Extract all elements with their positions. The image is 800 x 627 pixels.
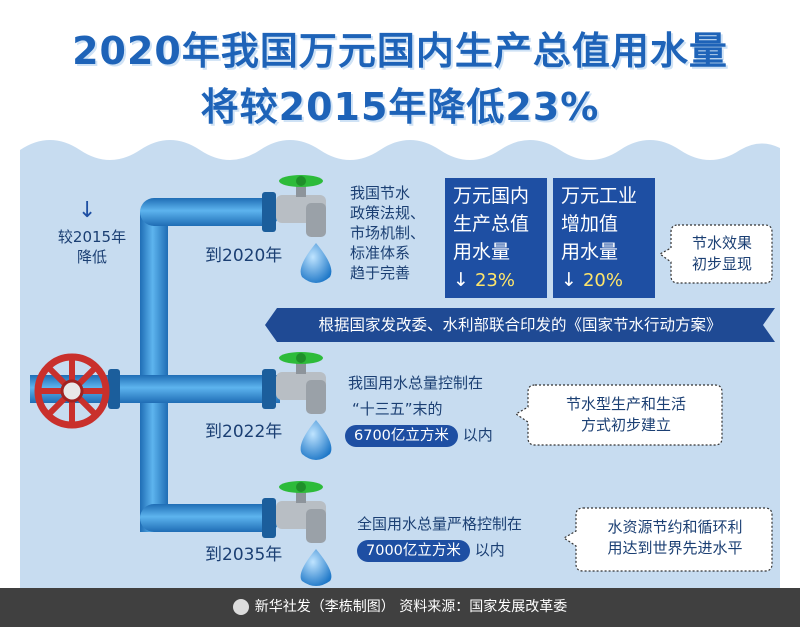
bubble-line: 初步显现 bbox=[691, 255, 752, 273]
bubble-line: 方式初步建立 bbox=[580, 416, 671, 434]
bubble-text-2035: 水资源节约和循环利 用达到世界先进水平 bbox=[578, 517, 772, 559]
left-label-line2: 降低 bbox=[76, 248, 107, 266]
year-label-2022: 到2022年 bbox=[205, 422, 283, 442]
gdp-water-box: 万元国内 生产总值 用水量 ↓ 23% bbox=[445, 178, 547, 298]
policy-line: 市场机制、 bbox=[350, 224, 426, 242]
amount-suffix-2035: 以内 bbox=[474, 541, 505, 559]
bubble-line: 节水型生产和生活 bbox=[565, 395, 686, 413]
policy-banner: 根据国家发改委、水利部联合印发的《国家节水行动方案》 bbox=[265, 308, 775, 342]
industry-water-box: 万元工业 增加值 用水量 ↓ 20% bbox=[553, 178, 655, 298]
bubble-text-2022: 节水型生产和生活 方式初步建立 bbox=[530, 394, 722, 436]
page-title-line1: 2020年我国万元国内生产总值用水量 bbox=[72, 29, 728, 73]
industry-box-line: 万元工业 bbox=[561, 185, 638, 207]
xinhua-logo-icon bbox=[232, 599, 249, 615]
bubble-line: 节水效果 bbox=[691, 234, 752, 252]
bubble-line: 水资源节约和循环利 bbox=[607, 518, 743, 536]
page-title-line2: 将较2015年降低23% bbox=[200, 85, 600, 129]
bubble-shape-2020 bbox=[658, 224, 773, 284]
amount-pill-2022: 6700亿立方米 bbox=[345, 425, 458, 447]
tap-icon-2020 bbox=[276, 175, 332, 283]
target-amount-2035: 7000亿立方米 以内 bbox=[357, 540, 505, 562]
valve-wheel-icon bbox=[34, 353, 110, 429]
policy-line: 趋于完善 bbox=[350, 264, 411, 282]
amount-pill-2035: 7000亿立方米 bbox=[357, 540, 470, 562]
target-amount-2022: 6700亿立方米 以内 bbox=[345, 425, 493, 447]
tap-icon-2022 bbox=[276, 352, 332, 460]
industry-box-line: 用水量 bbox=[561, 241, 619, 263]
amount-suffix-2022: 以内 bbox=[462, 426, 493, 444]
policy-text-2020: 我国节水 政策法规、 市场机制、 标准体系 趋于完善 bbox=[350, 183, 440, 283]
footer-credit: 新华社发（李栋制图） 资料来源：国家发展改革委 bbox=[254, 599, 568, 615]
down-arrow-icon: ↓ bbox=[453, 269, 469, 291]
target-text-2022-line1: 我国用水总量控制在 bbox=[348, 374, 484, 392]
footer-bar: 新华社发（李栋制图） 资料来源：国家发展改革委 bbox=[0, 588, 800, 627]
bubble-shape-2022 bbox=[514, 384, 723, 446]
gdp-box-line: 用水量 bbox=[453, 241, 511, 263]
policy-line: 政策法规、 bbox=[350, 204, 426, 222]
gdp-reduction-value: 23% bbox=[474, 270, 515, 291]
target-text-2022-line2: “十三五”末的 bbox=[352, 400, 443, 418]
down-arrow-icon: ↓ bbox=[78, 198, 97, 223]
year-label-2035: 到2035年 bbox=[205, 545, 283, 565]
gdp-box-line: 生产总值 bbox=[453, 213, 530, 235]
tap-icon-2035 bbox=[276, 481, 332, 586]
down-arrow-icon: ↓ bbox=[561, 269, 577, 291]
industry-reduction-value: 20% bbox=[582, 270, 623, 291]
left-label-line1: 较2015年 bbox=[57, 228, 127, 246]
industry-box-line: 增加值 bbox=[561, 213, 619, 235]
bubble-shape-2035 bbox=[562, 507, 773, 572]
bubble-text-2020: 节水效果 初步显现 bbox=[672, 233, 772, 275]
year-label-2020: 到2020年 bbox=[205, 246, 283, 266]
policy-line: 我国节水 bbox=[350, 184, 411, 202]
bubble-line: 用达到世界先进水平 bbox=[607, 539, 743, 557]
target-text-2035-line1: 全国用水总量严格控制在 bbox=[357, 515, 523, 533]
pipe-system bbox=[30, 192, 280, 538]
gdp-box-line: 万元国内 bbox=[453, 185, 530, 207]
policy-line: 标准体系 bbox=[350, 244, 411, 262]
